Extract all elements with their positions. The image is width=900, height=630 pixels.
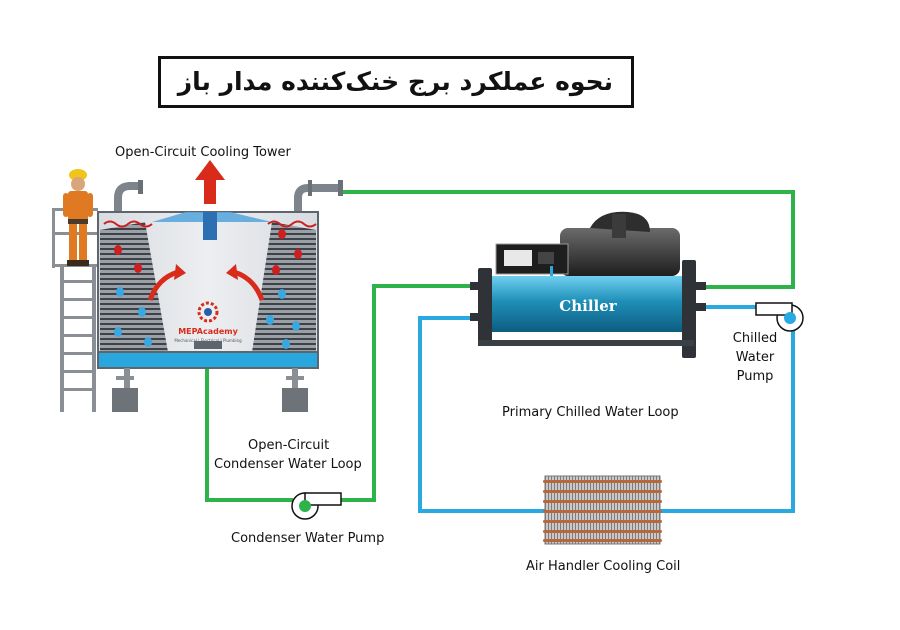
chiller: Chiller bbox=[470, 211, 706, 358]
cold-water-droplets bbox=[114, 287, 300, 349]
condenser-pump-discharge bbox=[330, 284, 470, 502]
primary-loop-label: Primary Chilled Water Loop bbox=[502, 405, 679, 420]
chilled-pump-label-line2: Water bbox=[735, 350, 775, 365]
tower-basin bbox=[97, 351, 319, 369]
worker-figure bbox=[63, 169, 93, 266]
condenser-pump-label: Condenser Water Pump bbox=[231, 531, 385, 546]
page-title: نحوه عملکرد برج خنک‌کننده مدار باز bbox=[177, 67, 613, 96]
chilled-pump-label-line3: Pump bbox=[736, 369, 774, 384]
chilled-water-loop bbox=[418, 305, 795, 513]
condenser-supply-pipe bbox=[205, 368, 293, 502]
chilled-supply-pipe bbox=[418, 316, 545, 513]
chiller-label: Chiller bbox=[559, 297, 617, 315]
chilled-return-pipe bbox=[660, 318, 795, 513]
condenser-water-pump bbox=[291, 492, 342, 520]
tower-inlet-pipe-left bbox=[114, 182, 140, 214]
condenser-water-loop bbox=[205, 190, 795, 502]
chiller-vessel bbox=[478, 276, 694, 332]
condenser-return-pipe bbox=[340, 190, 795, 289]
air-handler-cooling-coil bbox=[543, 475, 662, 545]
cooling-tower: MEPAcademy Mechanical | Electrical | Plu… bbox=[97, 160, 343, 412]
logo-wordmark: MEPAcademy bbox=[178, 327, 238, 336]
chilled-water-pump bbox=[755, 302, 804, 332]
chilled-pump-label-line1: Chilled bbox=[732, 331, 778, 346]
cooling-coil-label: Air Handler Cooling Coil bbox=[526, 559, 681, 574]
airflow-arrow-left bbox=[147, 269, 179, 301]
title-box: نحوه عملکرد برج خنک‌کننده مدار باز bbox=[158, 56, 634, 108]
cooling-tower-label: Open-Circuit Cooling Tower bbox=[115, 145, 291, 160]
mep-academy-logo: MEPAcademy Mechanical | Electrical | Plu… bbox=[174, 301, 242, 343]
tower-inlet-pipe-right bbox=[294, 184, 340, 214]
logo-subtitle: Mechanical | Electrical | Plumbing bbox=[174, 338, 242, 343]
hot-water-droplets bbox=[114, 229, 302, 275]
hot-air-exhaust-arrow bbox=[195, 160, 225, 204]
condenser-loop-label-line1: Open-Circuit bbox=[248, 438, 330, 453]
airflow-arrow-right bbox=[233, 269, 265, 301]
condenser-loop-label-line2: Condenser Water Loop bbox=[214, 457, 362, 472]
